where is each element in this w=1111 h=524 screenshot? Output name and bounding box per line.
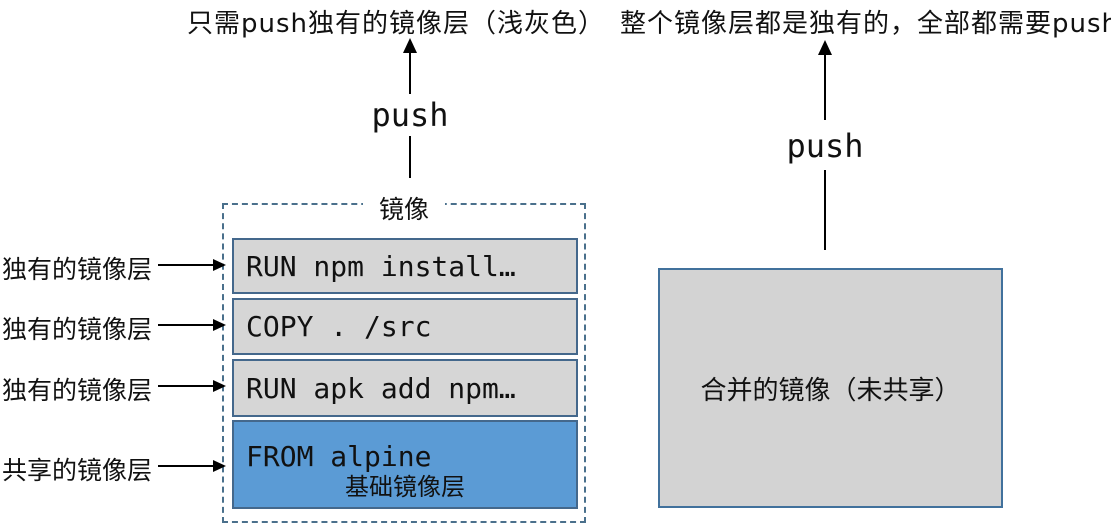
row-label-unique-3: 独有的镜像层 <box>2 376 153 405</box>
row-arrowhead-right-icon-4 <box>213 460 226 472</box>
row-arrowhead-right-icon-3 <box>213 380 226 392</box>
layer-from-alpine: FROM alpine 基础镜像层 <box>232 420 578 509</box>
layer-copy-src: COPY . /src <box>232 298 578 355</box>
row-label-shared: 共享的镜像层 <box>2 456 153 485</box>
row-label-unique-1: 独有的镜像层 <box>2 255 153 284</box>
left-caption: 只需push独有的镜像层（浅灰色） <box>187 9 606 39</box>
row-label-unique-2: 独有的镜像层 <box>2 315 153 344</box>
left-arrow-upper-line <box>409 51 411 94</box>
left-arrow-lower-line <box>409 136 411 178</box>
right-arrow-lower-line <box>824 170 826 250</box>
image-dashed-box: 镜像 RUN npm install… COPY . /src RUN apk … <box>222 190 586 523</box>
left-arrowhead-up-icon <box>403 38 417 53</box>
image-box-label: 镜像 <box>362 190 446 226</box>
merged-image-label: 合并的镜像（未共享） <box>700 375 961 406</box>
layer-run-apk-add: RUN apk add npm… <box>232 359 578 417</box>
right-arrowhead-up-icon <box>818 40 832 55</box>
row-arrow-line-4 <box>158 465 215 467</box>
row-arrowhead-right-icon-2 <box>213 319 226 331</box>
from-alpine-command: FROM alpine <box>246 440 432 473</box>
layer-run-npm-install: RUN npm install… <box>232 238 578 294</box>
right-push-label: push <box>786 127 864 165</box>
row-arrow-line-1 <box>158 264 215 266</box>
right-arrow-upper-line <box>824 53 826 120</box>
left-push-label: push <box>371 96 449 134</box>
row-arrowhead-right-icon-1 <box>213 259 226 271</box>
right-caption: 整个镜像层都是独有的，全部都需要push <box>620 9 1111 39</box>
row-arrow-line-2 <box>158 324 215 326</box>
row-arrow-line-3 <box>158 385 215 387</box>
merged-image-box: 合并的镜像（未共享） <box>658 268 1003 508</box>
base-layer-label: 基础镜像层 <box>345 473 465 501</box>
